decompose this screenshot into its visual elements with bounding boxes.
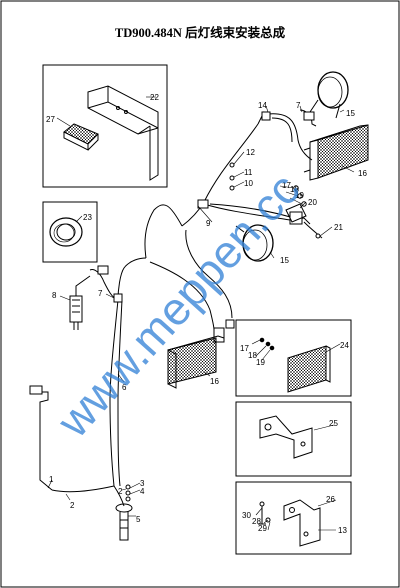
callout-24: 24 (340, 341, 349, 350)
leader-lines (47, 96, 355, 531)
detail-box-bracket-26 (235, 481, 352, 555)
callout-22: 22 (150, 93, 159, 102)
bracket-26 (258, 499, 321, 547)
callout-19-top: 19 (295, 191, 304, 200)
callout-4: 4 (140, 487, 145, 496)
bracket-22 (87, 85, 159, 181)
switch-5 (115, 503, 133, 541)
callout-5: 5 (136, 515, 141, 524)
callout-11: 11 (244, 168, 253, 177)
callout-30: 30 (242, 511, 251, 520)
round-lamp-15-top (309, 71, 349, 119)
detail-box-reflector (235, 319, 352, 397)
callout-17-top: 17 (282, 181, 291, 190)
detail-box-grommet (42, 201, 98, 263)
callout-18-lower: 18 (248, 351, 257, 360)
callout-16-top: 16 (358, 169, 367, 178)
grommet-23 (49, 217, 83, 247)
callout-9: 9 (206, 219, 211, 228)
callout-2-left: 2 (70, 501, 75, 510)
callout-6: 6 (122, 383, 127, 392)
callout-16-lower: 16 (210, 377, 219, 386)
callout-14: 14 (258, 101, 267, 110)
callout-17-lower: 17 (240, 344, 249, 353)
switch-20 (285, 203, 307, 223)
connectors (29, 111, 321, 502)
bracket-25 (259, 415, 313, 459)
callout-26: 26 (326, 495, 335, 504)
lamp-27 (63, 123, 99, 151)
drawing-title: TD900.484N 后灯线束安装总成 (114, 26, 286, 40)
callout-8: 8 (52, 291, 57, 300)
callout-12: 12 (246, 148, 255, 157)
callout-7-mid: 7 (98, 289, 103, 298)
callout-3: 3 (140, 479, 145, 488)
callout-25: 25 (329, 419, 338, 428)
round-lamp-15-mid (235, 224, 274, 262)
detail-box-bracket-25 (235, 401, 352, 477)
tail-lamp-16-lower (167, 327, 225, 389)
callout-7-top: 7 (296, 101, 301, 110)
callout-23: 23 (83, 213, 92, 222)
callout-2-right: 2 (118, 487, 123, 496)
callout-labels: 22 27 23 14 7 15 16 12 11 10 17 18 19 20… (46, 93, 367, 535)
switch-8 (69, 275, 91, 330)
callout-19-lower: 19 (256, 358, 265, 367)
callout-21: 21 (334, 223, 343, 232)
callout-15-top: 15 (346, 109, 355, 118)
reflector-24 (259, 337, 331, 393)
callout-13: 13 (338, 526, 347, 535)
callout-10: 10 (244, 179, 253, 188)
callout-29: 29 (258, 524, 267, 533)
callout-15-mid: 15 (280, 256, 289, 265)
callout-18-top: 18 (290, 185, 299, 194)
callout-27: 27 (46, 115, 55, 124)
tail-lamp-16-top (303, 124, 369, 181)
callout-1: 1 (49, 475, 54, 484)
detail-box-bracket (42, 64, 168, 188)
callout-20: 20 (308, 198, 317, 207)
callout-28: 28 (252, 517, 261, 526)
watermark: www.meppen.cc (46, 163, 309, 447)
